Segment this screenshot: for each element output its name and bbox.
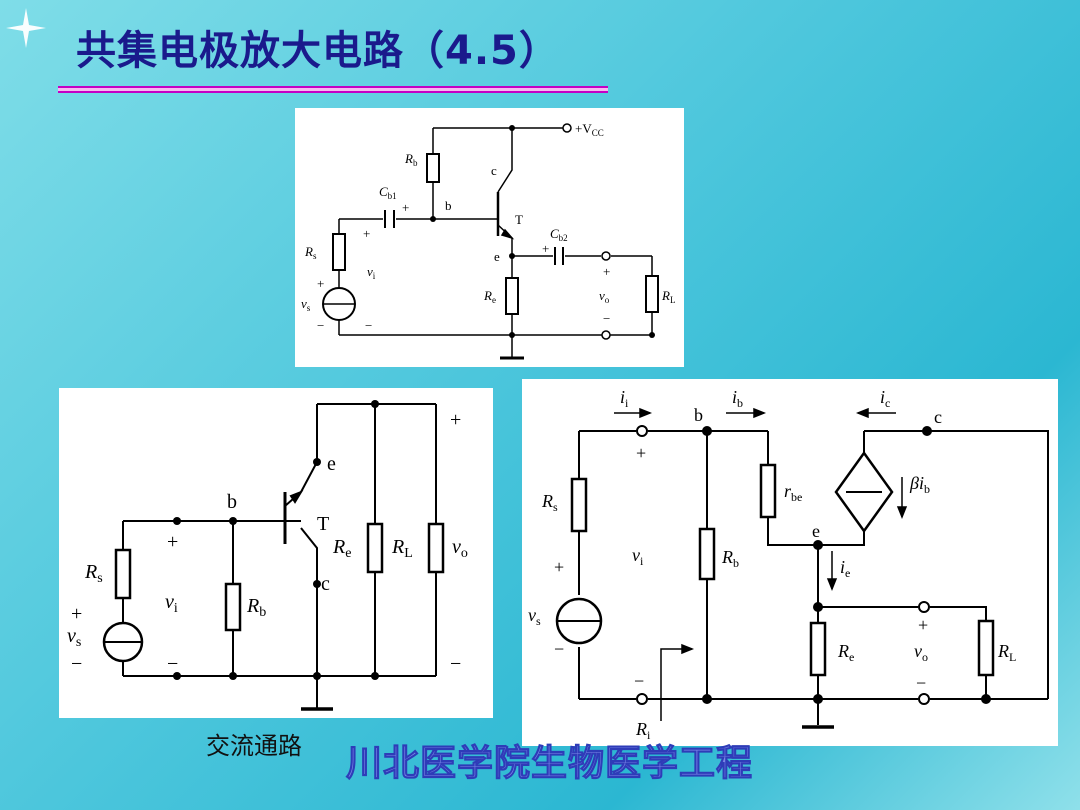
ac-path-circuit: + e b T + c Re RL vo Rs vi Rb + vs − − − — [59, 388, 493, 718]
svg-text:−: − — [634, 671, 644, 691]
svg-text:+VCC: +VCC — [575, 121, 604, 138]
svg-text:e: e — [812, 521, 820, 541]
svg-text:b: b — [694, 405, 703, 425]
svg-text:Ri: Ri — [635, 719, 651, 742]
svg-text:−: − — [365, 318, 372, 333]
svg-text:+: + — [554, 557, 564, 577]
svg-text:T: T — [317, 513, 329, 535]
svg-text:−: − — [450, 653, 461, 675]
common-collector-circuit: +VCC Rb Cb1 + b c T Cb2 + e + Rs vi + vs… — [295, 108, 684, 367]
svg-text:−: − — [916, 673, 926, 693]
svg-text:Re: Re — [483, 288, 496, 305]
svg-text:vo: vo — [599, 288, 610, 305]
svg-text:βib: βib — [909, 473, 930, 496]
svg-text:+: + — [603, 264, 610, 279]
svg-text:vi: vi — [367, 264, 376, 281]
svg-text:+: + — [918, 615, 928, 635]
institution-watermark: 川北医学院生物医学工程 — [345, 743, 754, 785]
svg-text:−: − — [554, 639, 564, 659]
svg-text:Re: Re — [837, 641, 854, 664]
svg-text:Rs: Rs — [84, 561, 103, 586]
svg-text:+: + — [317, 276, 324, 291]
svg-text:+: + — [542, 241, 549, 256]
svg-text:+: + — [167, 531, 178, 553]
svg-text:T: T — [515, 212, 523, 227]
svg-text:−: − — [317, 318, 324, 333]
svg-text:b: b — [445, 198, 452, 213]
svg-text:vi: vi — [165, 591, 178, 616]
small-signal-model-circuit: ii ib ic b c + βib rbe Rs e vi Rb ie + v… — [522, 379, 1058, 746]
svg-text:RL: RL — [997, 641, 1016, 664]
svg-text:Rb: Rb — [404, 151, 418, 168]
sparkle-icon — [6, 8, 46, 48]
svg-text:vo: vo — [914, 641, 928, 664]
svg-text:ie: ie — [840, 557, 850, 580]
title-underline — [58, 86, 608, 93]
svg-text:−: − — [167, 653, 178, 675]
svg-text:rbe: rbe — [784, 481, 802, 504]
svg-text:−: − — [603, 311, 610, 326]
svg-text:Rb: Rb — [246, 595, 266, 620]
svg-text:c: c — [491, 163, 497, 178]
svg-text:ic: ic — [880, 387, 890, 410]
svg-text:vo: vo — [452, 536, 468, 561]
svg-text:c: c — [321, 573, 330, 595]
svg-text:−: − — [71, 653, 82, 675]
svg-text:Cb1: Cb1 — [379, 184, 397, 201]
svg-text:ib: ib — [732, 387, 743, 410]
svg-text:Rs: Rs — [304, 244, 317, 261]
svg-text:Re: Re — [332, 536, 351, 561]
svg-text:ii: ii — [620, 387, 629, 410]
svg-text:RL: RL — [661, 288, 675, 305]
svg-text:+: + — [450, 409, 461, 431]
ac-path-caption: 交流通路 — [206, 732, 302, 760]
svg-text:b: b — [227, 491, 237, 513]
svg-text:vs: vs — [67, 625, 81, 650]
page-title: 共集电极放大电路（4.5） — [76, 28, 560, 74]
svg-text:c: c — [934, 407, 942, 427]
svg-text:vs: vs — [528, 605, 541, 628]
svg-text:+: + — [636, 443, 646, 463]
svg-text:+: + — [71, 603, 82, 625]
svg-text:e: e — [327, 453, 336, 475]
svg-text:+: + — [363, 226, 370, 241]
svg-text:Rs: Rs — [541, 491, 558, 514]
svg-text:Rb: Rb — [721, 547, 739, 570]
svg-text:vi: vi — [632, 545, 644, 568]
svg-text:RL: RL — [391, 536, 413, 561]
svg-text:vs: vs — [301, 296, 311, 313]
svg-text:Cb2: Cb2 — [550, 226, 568, 243]
svg-text:+: + — [402, 200, 409, 215]
svg-text:e: e — [494, 249, 500, 264]
